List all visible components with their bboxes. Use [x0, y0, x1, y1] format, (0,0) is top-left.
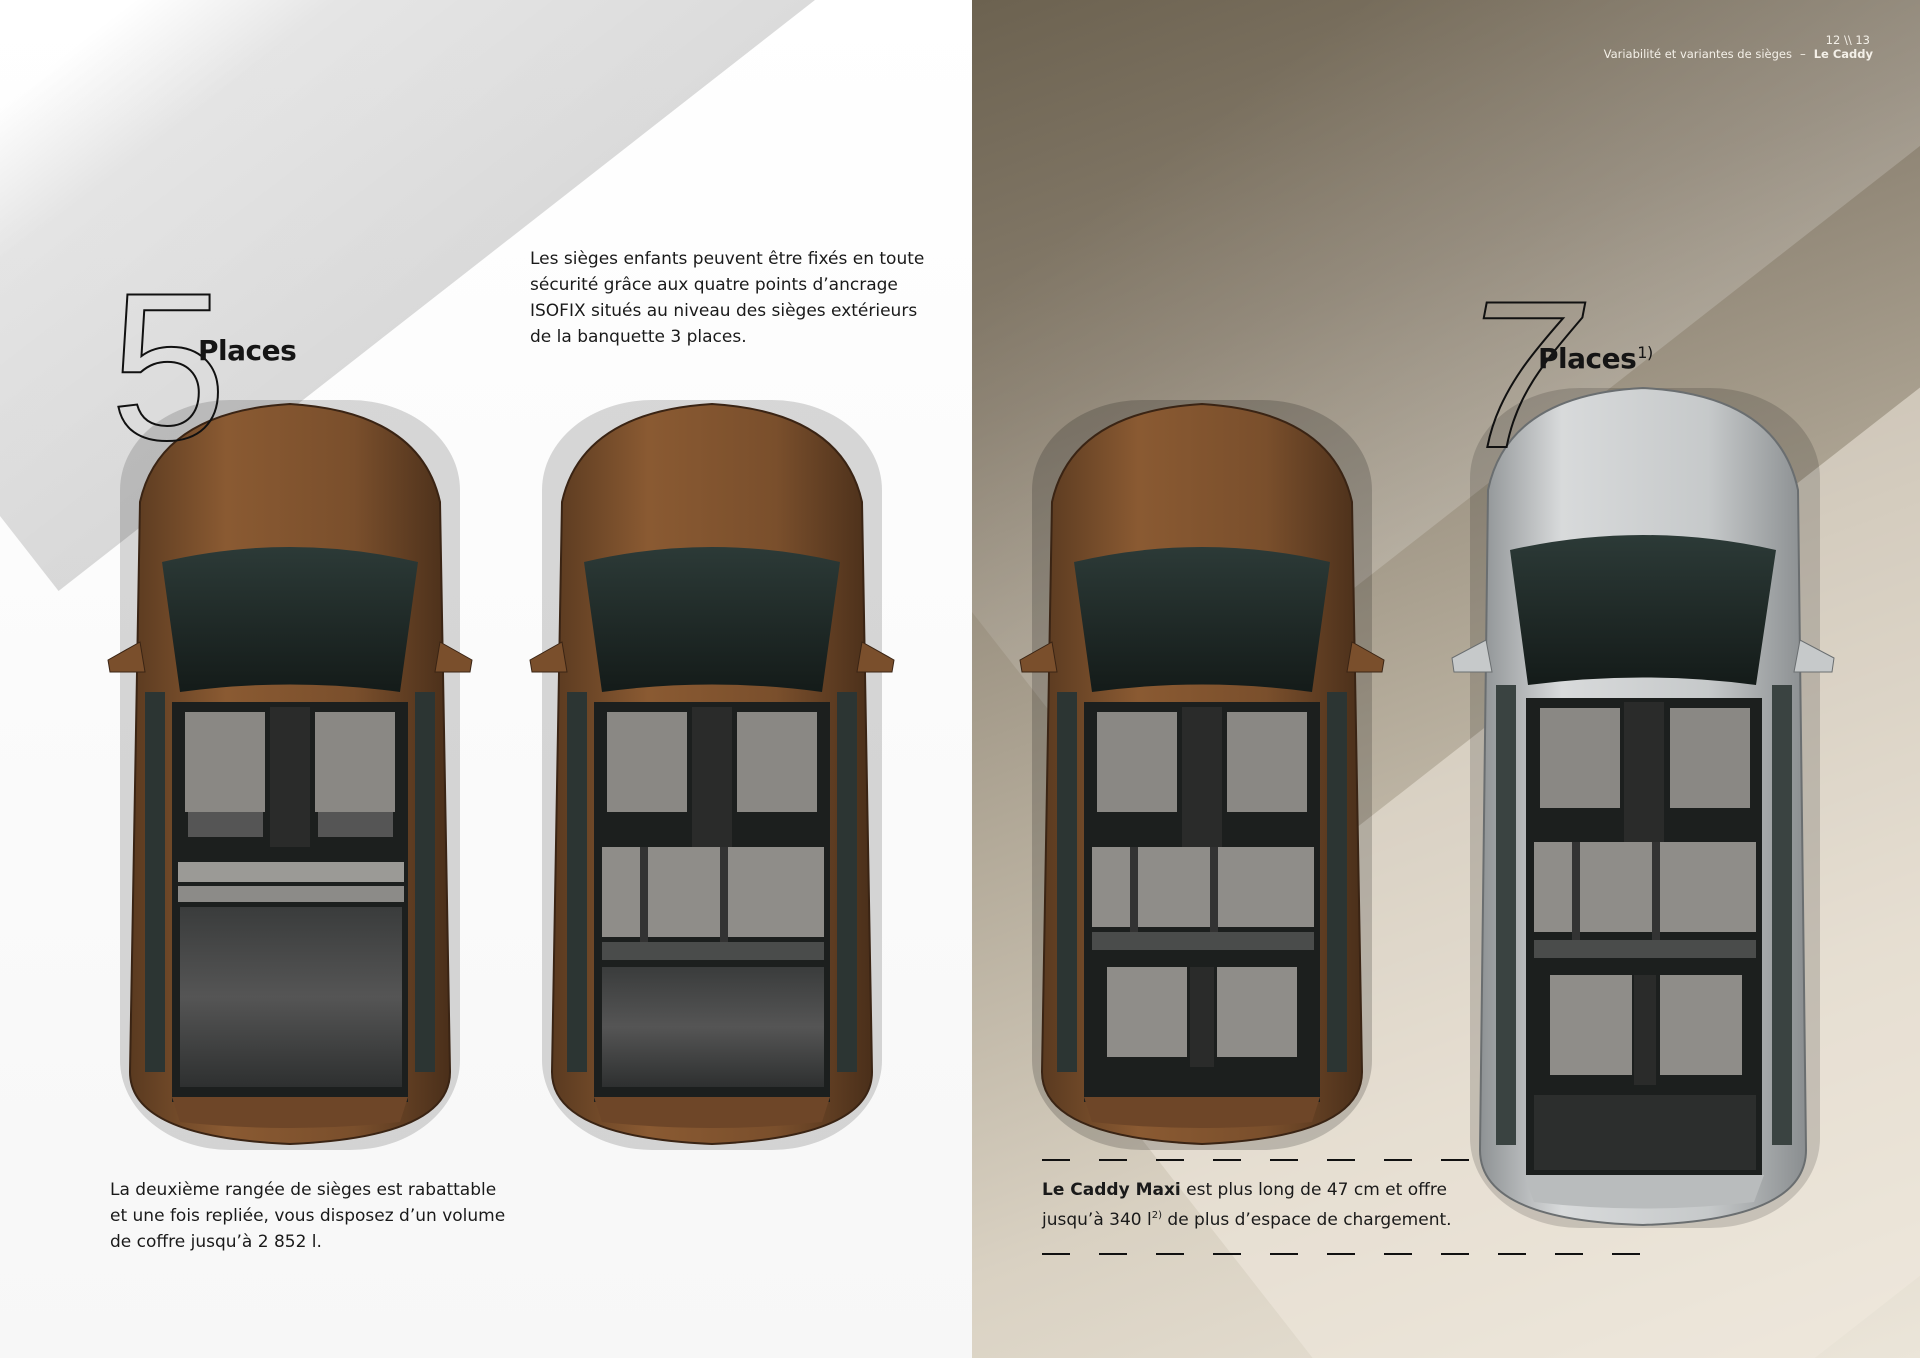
- seat-count-five: 5: [109, 249, 228, 484]
- car-top-view-icon: [1019, 400, 1385, 1150]
- text-line: et une fois repliée, vous disposez d’un …: [110, 1206, 506, 1226]
- text-span: de plus d’espace de chargement.: [1162, 1210, 1452, 1230]
- section-title: Variabilité et variantes de sièges: [1603, 47, 1792, 61]
- isofix-description: Les sièges enfants peuvent être fixés en…: [530, 246, 950, 350]
- car-silver-maxi-7-seat: [1448, 380, 1838, 1232]
- places-label-5: Places: [198, 334, 297, 367]
- text-span: jusqu’à 340 l: [1042, 1210, 1152, 1230]
- seat-count-seven: 7: [1461, 257, 1580, 492]
- dashed-divider-bottom: [1042, 1253, 1642, 1255]
- car-top-view-icon: [107, 400, 473, 1150]
- text-line: La deuxième rangée de sièges est rabatta…: [110, 1180, 497, 1200]
- car-brown-5-seat-folded: [100, 392, 480, 1154]
- car-top-view-icon: [1451, 386, 1835, 1228]
- footnote-ref-1: 1): [1637, 343, 1653, 362]
- text-line: de coffre jusqu’à 2 852 l.: [110, 1232, 322, 1252]
- text-line: de la banquette 3 places.: [530, 327, 747, 347]
- car-brown-7-seat: [1012, 392, 1392, 1154]
- places-label-text: Places: [1538, 342, 1637, 375]
- text-line: jusqu’à 340 l2) de plus d’espace de char…: [1042, 1203, 1512, 1233]
- text-span: est plus long de 47 cm et offre: [1180, 1180, 1447, 1200]
- text-line: Le Caddy Maxi est plus long de 47 cm et …: [1042, 1177, 1512, 1203]
- header-separator: –: [1799, 47, 1806, 61]
- text-line: ISOFIX situés au niveau des sièges extér…: [530, 301, 918, 321]
- caddy-maxi-description: Le Caddy Maxi est plus long de 47 cm et …: [1042, 1177, 1512, 1233]
- dashed-divider-top: [1042, 1159, 1472, 1161]
- page-header: 12 \\ 13 Variabilité et variantes de siè…: [1604, 33, 1873, 61]
- car-brown-5-seat: [522, 392, 902, 1154]
- text-line: sécurité grâce aux quatre points d’ancra…: [530, 275, 898, 295]
- places-label-7: Places1): [1538, 342, 1653, 375]
- car-top-view-icon: [529, 400, 895, 1150]
- footnote-ref-2: 2): [1151, 1210, 1162, 1221]
- model-name: Le Caddy Maxi: [1042, 1180, 1181, 1200]
- page-numbers: 12 \\ 13: [1825, 33, 1870, 47]
- text-line: Les sièges enfants peuvent être fixés en…: [530, 249, 925, 269]
- folding-seats-description: La deuxième rangée de sièges est rabatta…: [110, 1177, 530, 1255]
- brand-name: Le Caddy: [1813, 47, 1873, 61]
